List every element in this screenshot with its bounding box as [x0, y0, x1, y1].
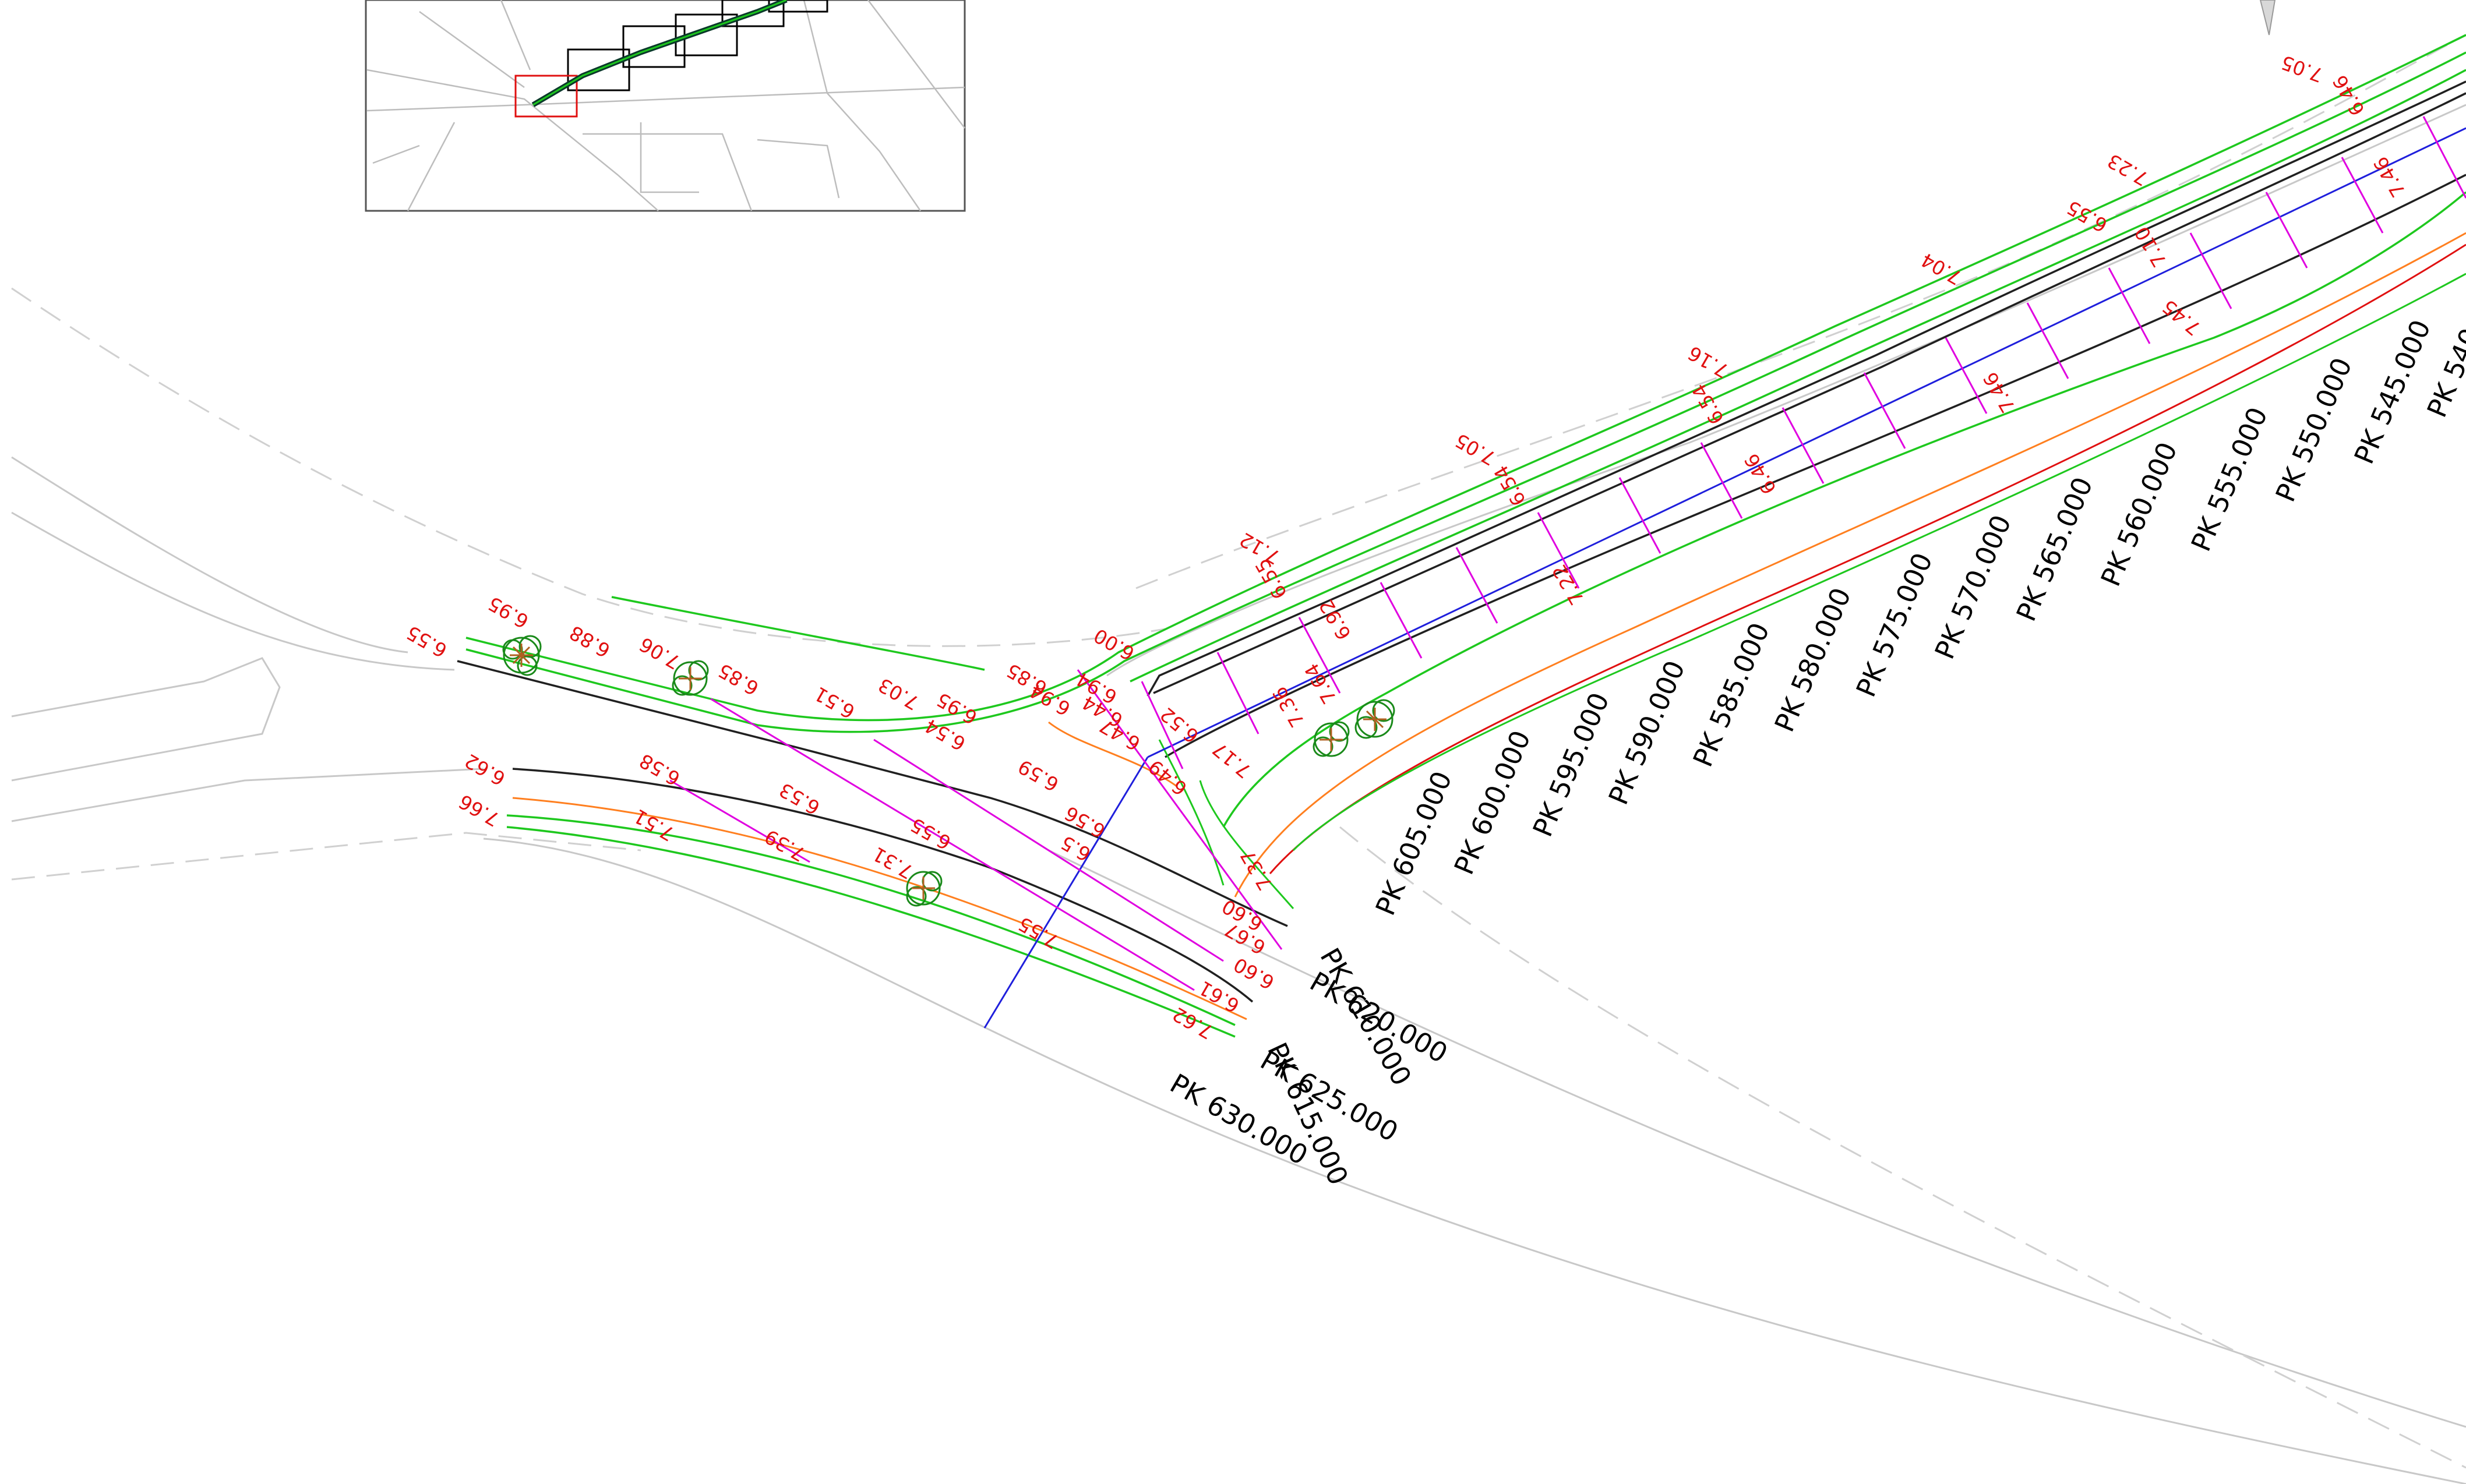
trees: [502, 635, 1395, 907]
tree-icon: [502, 635, 542, 676]
tree-icon: [1313, 721, 1350, 757]
location-map: [365, 0, 966, 212]
existing-road-dashed: [11, 34, 2466, 1469]
tree-icon: [672, 660, 709, 696]
inner-green-lines: [1158, 273, 2466, 909]
north-arrow-icon: [2259, 0, 2276, 36]
existing-road: [11, 104, 2466, 1484]
location-map-streets: [366, 0, 965, 211]
location-map-current-sheet: [514, 75, 578, 118]
tree-icon: [1354, 699, 1395, 739]
location-map-frame: [365, 0, 966, 212]
elevation-labels: 7.05 6.46 7.46 7.23 6.55 7.10 7.45 7.04 …: [403, 51, 2410, 1043]
location-map-route-highlight: [532, 0, 787, 106]
cross-sections: [669, 116, 2466, 991]
road-edges: [465, 34, 2466, 1038]
road-axis: [983, 757, 1149, 1029]
road-axis-main: [1147, 127, 2466, 758]
tree-icon: [906, 871, 943, 907]
cut-lines: [1269, 243, 2466, 874]
fill-lines: [512, 232, 2466, 1020]
